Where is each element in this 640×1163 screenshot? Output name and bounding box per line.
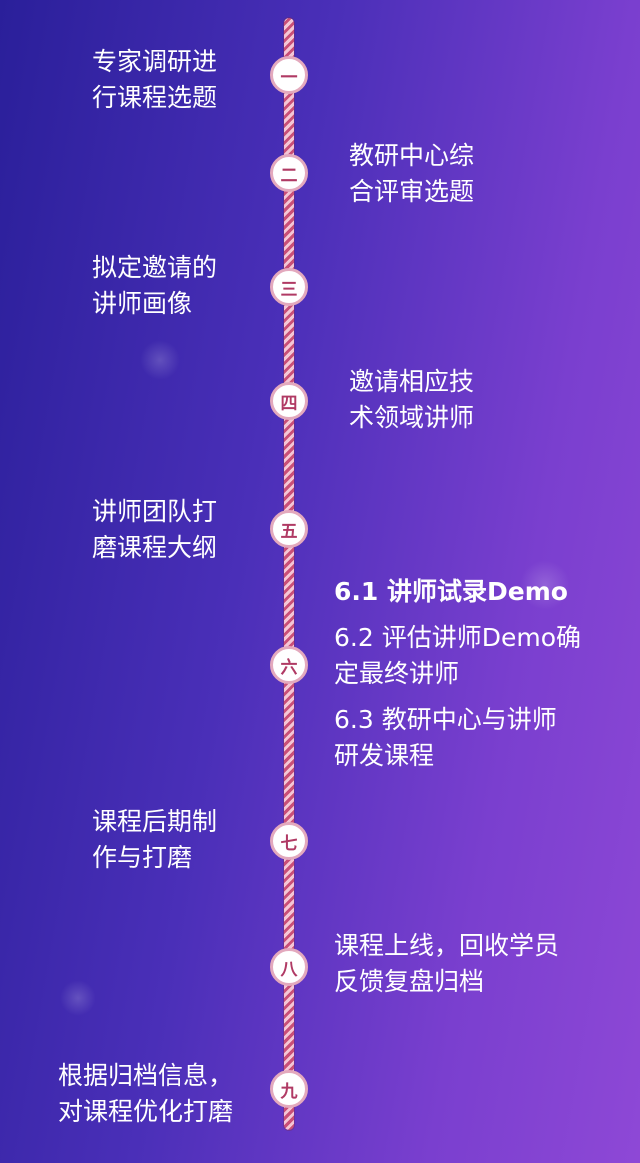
step-text-line: 定最终讲师 [334,659,460,688]
step-text-line: 拟定邀请的 [92,253,218,282]
step-text-line: 行课程选题 [92,83,218,112]
step-number: 一 [280,67,298,88]
step-text-line: 课程后期制 [92,807,218,836]
step-number: 三 [280,279,298,300]
step-node-3: 三 [270,268,308,306]
step-node-8: 八 [270,948,308,986]
step-node-9: 九 [270,1070,308,1108]
step-text-6-3: 6.3 教研中心与讲师 研发课程 [334,702,589,774]
step-text-line: 6.2 评估讲师Demo确 [334,623,581,652]
step-text-line: 研发课程 [334,741,435,770]
step-node-4: 四 [270,382,308,420]
step-node-1: 一 [270,56,308,94]
step-number: 六 [280,657,298,678]
step-number: 七 [280,833,298,854]
step-text-line: 教研中心综 [349,141,475,170]
step-text-line: 磨课程大纲 [92,533,218,562]
step-number: 二 [280,165,298,186]
step-text-line: 作与打磨 [92,843,193,872]
step-number: 八 [280,959,298,980]
step-node-6: 六 [270,646,308,684]
step-text-line: 专家调研进 [92,47,218,76]
step-text-5: 讲师团队打 磨课程大纲 [92,494,347,566]
step-text-line: 课程上线，回收学员 [334,931,560,960]
step-text-line: 反馈复盘归档 [334,967,485,996]
step-text-line: 邀请相应技 [349,367,475,396]
step-text-line: 6.3 教研中心与讲师 [334,705,557,734]
sparkle-decoration [60,980,96,1016]
step-number: 九 [280,1081,298,1102]
step-text-line: 对课程优化打磨 [58,1097,234,1126]
sparkle-decoration [520,560,570,610]
step-text-2: 教研中心综 合评审选题 [349,138,604,210]
step-text-line: 讲师团队打 [92,497,218,526]
step-text-line: 合评审选题 [349,177,475,206]
step-node-7: 七 [270,822,308,860]
step-text-6-1: 6.1 讲师试录Demo [334,574,589,610]
step-text-line: 6.1 讲师试录Demo [334,577,568,606]
step-text-line: 讲师画像 [92,289,193,318]
step-node-5: 五 [270,510,308,548]
timeline-rope [284,18,294,1130]
sparkle-decoration [140,340,180,380]
step-text-7: 课程后期制 作与打磨 [92,804,347,876]
step-text-9: 根据归档信息， 对课程优化打磨 [58,1058,313,1130]
step-text-3: 拟定邀请的 讲师画像 [92,250,347,322]
step-number: 四 [280,393,298,414]
step-number: 五 [280,521,298,542]
step-text-line: 术领域讲师 [349,403,475,432]
step-text-4: 邀请相应技 术领域讲师 [349,364,604,436]
step-text-6-2: 6.2 评估讲师Demo确 定最终讲师 [334,620,589,692]
step-node-2: 二 [270,154,308,192]
step-text-8: 课程上线，回收学员 反馈复盘归档 [334,928,589,1000]
step-text-line: 根据归档信息， [58,1061,234,1090]
step-text-1: 专家调研进 行课程选题 [92,44,347,116]
